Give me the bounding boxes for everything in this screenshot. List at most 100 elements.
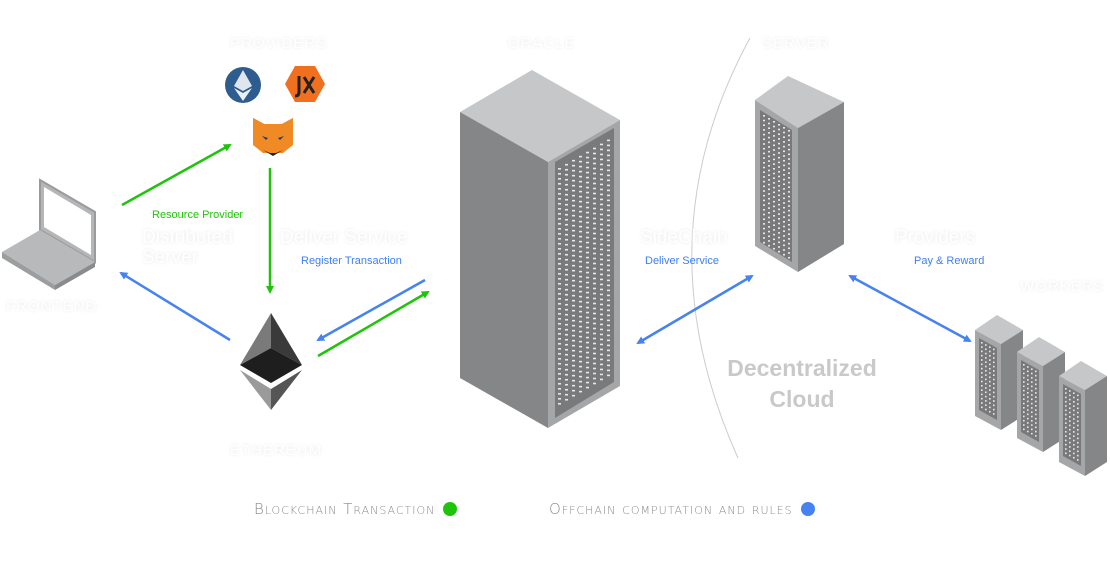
vent-hole [788, 134, 790, 137]
vent-hole [778, 171, 780, 173]
vent-hole [607, 194, 610, 197]
vent-hole [586, 331, 589, 334]
vent-hole [579, 295, 582, 298]
vent-hole [607, 354, 610, 357]
vent-hole [593, 247, 596, 250]
vent-hole [565, 313, 568, 316]
vent-hole [788, 214, 790, 217]
vent-hole [600, 178, 603, 181]
vent-hole [1023, 411, 1025, 413]
vent-hole [572, 284, 575, 287]
vent-hole [989, 376, 991, 379]
vent-hole [981, 389, 983, 391]
vent-hole [607, 174, 610, 177]
vent-hole [607, 224, 610, 227]
vent-hole [607, 349, 610, 352]
vent-hole [1031, 372, 1033, 375]
ethereum-logo-icon [240, 313, 302, 410]
vent-hole [1065, 418, 1067, 420]
vent-hole [768, 122, 770, 125]
decentralized-cloud-label: Decentralized Cloud [727, 355, 877, 412]
vent-hole [572, 289, 575, 292]
vent-hole [565, 373, 568, 376]
vent-hole [558, 268, 561, 270]
vent-hole [579, 340, 582, 343]
vent-hole [989, 372, 991, 374]
vent-hole [985, 365, 987, 368]
jaxx-icon [285, 66, 325, 102]
vent-hole [778, 133, 780, 135]
vent-hole [763, 147, 765, 150]
vent-hole [593, 162, 596, 165]
vent-hole [993, 400, 995, 402]
vent-hole [572, 169, 575, 172]
vent-hole [593, 312, 596, 315]
vent-hole [579, 200, 582, 203]
vent-hole [763, 227, 765, 230]
vent-hole [558, 388, 561, 390]
vent-hole [600, 373, 603, 376]
vent-hole [1035, 417, 1037, 420]
vent-hole [768, 202, 770, 205]
arrow-ethereum-to-oracle [317, 290, 430, 358]
node-label-frontend: FRONTEND [6, 298, 98, 315]
edge-label-pay-reward: Pay & Reward [914, 255, 985, 267]
node-label-ethereum: ETHEREUM [230, 442, 323, 459]
vent-hole [989, 389, 991, 391]
vent-hole [783, 155, 785, 157]
vent-hole [778, 128, 780, 131]
vent-hole [773, 121, 775, 123]
vent-hole [778, 152, 780, 154]
vent-hole [600, 288, 603, 291]
vent-hole [565, 288, 568, 291]
vent-hole [989, 402, 991, 404]
vent-hole [607, 199, 610, 202]
vent-hole [1027, 392, 1029, 394]
vent-hole [1065, 435, 1067, 437]
vent-hole [600, 358, 603, 361]
vent-hole [788, 228, 790, 231]
vent-hole [600, 163, 603, 166]
vent-hole [1077, 411, 1079, 414]
vent-hole [600, 153, 603, 156]
vent-hole [1065, 443, 1067, 446]
vent-hole [778, 180, 780, 182]
vent-hole [593, 292, 596, 295]
vent-hole [593, 352, 596, 355]
vent-hole [600, 203, 603, 206]
vent-hole [788, 162, 790, 165]
vent-hole [1065, 409, 1067, 412]
vent-hole [1035, 374, 1037, 377]
vent-hole [558, 288, 561, 290]
ethereum-circle-icon [225, 67, 261, 103]
vent-hole [565, 258, 568, 261]
vent-hole [593, 217, 596, 220]
vent-hole [572, 389, 575, 392]
vent-hole [1031, 432, 1033, 435]
vent-hole [981, 350, 983, 353]
vent-hole [788, 224, 790, 226]
vent-hole [558, 323, 561, 325]
vent-hole [558, 168, 561, 170]
vent-hole [1031, 389, 1033, 392]
vent-hole [572, 164, 575, 167]
vent-hole [572, 179, 575, 182]
vent-hole [1035, 392, 1037, 394]
vent-hole [572, 274, 575, 277]
vent-hole [981, 359, 983, 361]
vent-hole [572, 294, 575, 297]
vent-hole [607, 279, 610, 282]
vent-hole [565, 318, 568, 321]
vent-hole [1035, 435, 1037, 437]
worker-servers-icon [975, 315, 1107, 476]
vent-hole [600, 323, 603, 326]
vent-hole [558, 243, 561, 245]
vent-hole [607, 179, 610, 182]
vent-hole [600, 248, 603, 251]
vent-hole [1077, 394, 1079, 397]
vent-hole [600, 333, 603, 336]
vent-hole [572, 374, 575, 377]
vent-hole [989, 367, 991, 370]
edge-label-resource-provider: Resource Provider [152, 209, 244, 221]
vent-hole [1035, 387, 1037, 390]
